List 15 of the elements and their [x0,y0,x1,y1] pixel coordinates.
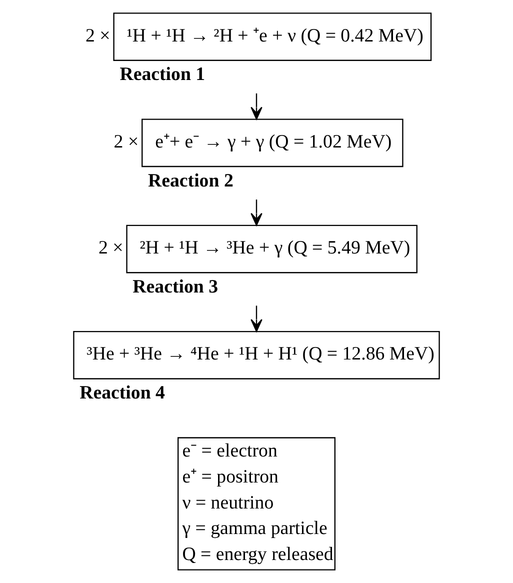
node-label: 2 × [98,238,124,259]
node-label: Reaction 3 [132,276,218,298]
node-label: Reaction 4 [80,382,165,404]
arrow [250,93,262,120]
node-box: ¹H + ¹H → ²H + ⁺e + ν (Q = 0.42 MeV) [113,12,432,61]
node-label: 2 × [114,131,139,152]
node-label: 2 × [86,25,110,46]
node-label: Reaction 2 [148,170,234,192]
node-box: ³He + ³He → ⁴He + ¹H + H¹ (Q = 12.86 MeV) [73,331,440,380]
node-box: e⁺+ e⁻ → γ + γ (Q = 1.02 MeV) [142,118,404,168]
node-label: Reaction 1 [120,64,206,86]
node-box: ²H + ¹H → ³He + γ (Q = 5.49 MeV) [126,224,418,274]
arrow [250,200,262,226]
arrow [250,306,262,332]
node-box: e⁻ = electron e⁺ = positron ν = neutrino γ = gamma particle Q = energy released [178,437,336,570]
